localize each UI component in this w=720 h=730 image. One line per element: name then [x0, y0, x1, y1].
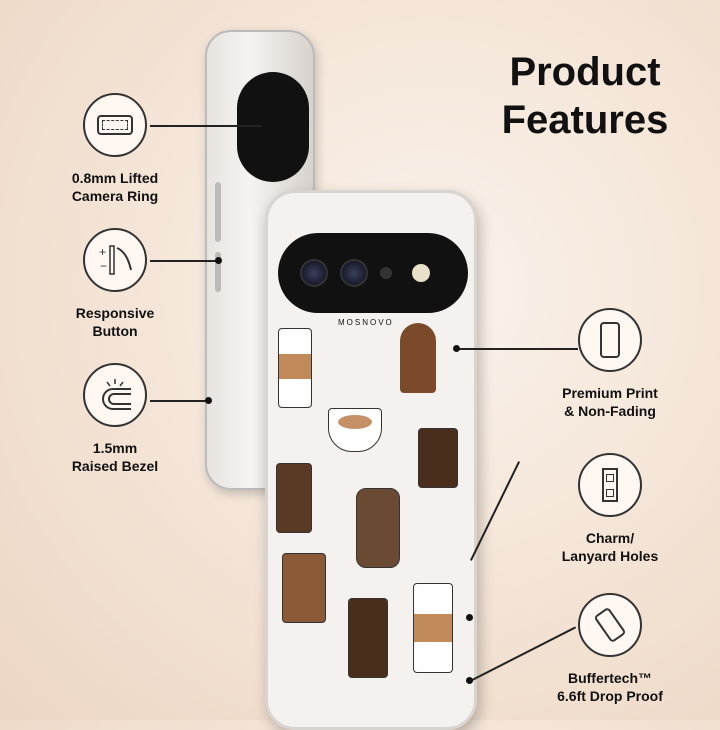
feature-lanyard-holes: Charm/Lanyard Holes	[530, 453, 690, 565]
iced-coffee-graphic	[276, 463, 312, 533]
drop-proof-icon	[578, 593, 642, 657]
iced-coffee-graphic	[348, 598, 388, 678]
pointer-dot	[466, 614, 473, 621]
button-press-icon: +−	[83, 228, 147, 292]
phone-case-back-view: MOSNOVO	[265, 190, 477, 730]
camera-bar	[278, 233, 468, 313]
pointer-dot	[466, 677, 473, 684]
brand-text: MOSNOVO	[338, 318, 394, 327]
camera-lens-icon	[340, 259, 368, 287]
latte-cup-graphic	[328, 408, 382, 452]
side-button	[215, 252, 221, 292]
frappe-graphic	[282, 553, 326, 623]
bezel-icon	[83, 363, 147, 427]
camera-ring-icon	[83, 93, 147, 157]
pointer-line	[470, 461, 520, 561]
feature-premium-print: Premium Print& Non-Fading	[530, 308, 690, 420]
camera-lens-icon	[300, 259, 328, 287]
frappe-graphic	[400, 323, 436, 393]
svg-text:−: −	[100, 259, 107, 273]
page-title: Product Features	[501, 50, 669, 142]
phone-print-icon	[578, 308, 642, 372]
svg-text:+: +	[99, 245, 106, 259]
lanyard-holes-icon	[578, 453, 642, 517]
jar-coffee-graphic	[356, 488, 400, 568]
pointer-line	[458, 348, 578, 350]
sensor-icon	[380, 267, 392, 279]
iced-coffee-graphic	[418, 428, 458, 488]
pointer-dot	[453, 345, 460, 352]
pointer-line	[150, 125, 265, 127]
coffee-cup-graphic	[413, 583, 453, 673]
pointer-dot	[205, 397, 212, 404]
side-button	[215, 182, 221, 242]
pointer-dot	[262, 122, 269, 129]
pointer-line	[150, 260, 218, 262]
side-camera-ring	[237, 72, 309, 182]
pointer-line	[150, 400, 208, 402]
coffee-cup-graphic	[278, 328, 312, 408]
flash-icon	[412, 264, 430, 282]
pointer-dot	[215, 257, 222, 264]
